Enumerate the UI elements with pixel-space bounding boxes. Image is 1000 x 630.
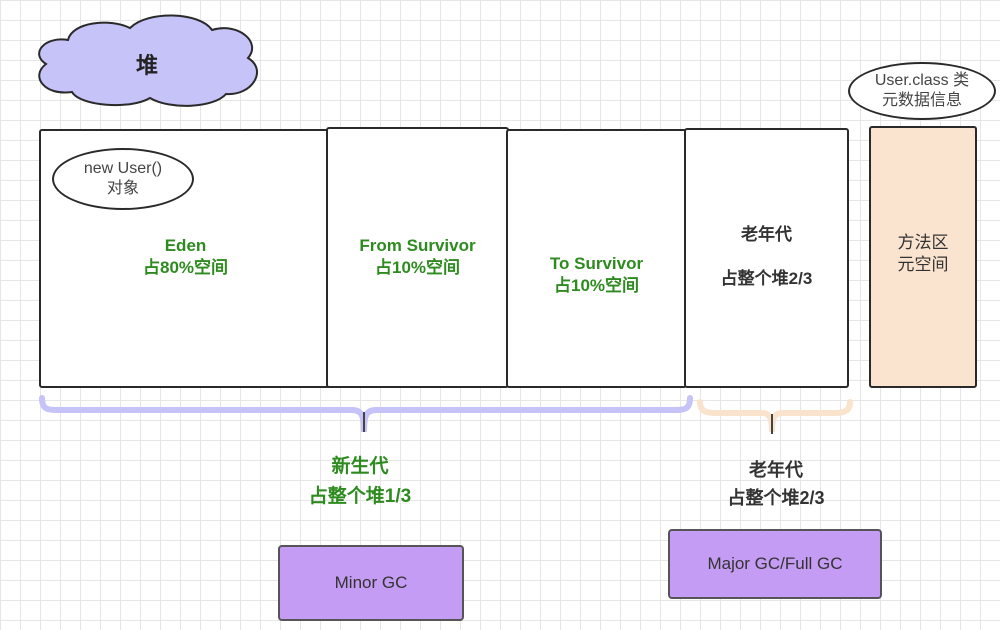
heap-label: 堆 (135, 53, 158, 78)
young-generation-brace (39, 395, 693, 433)
young-generation-caption: 新生代 占整个堆1/3 (250, 452, 470, 512)
major-gc-label: Major GC/Full GC (707, 554, 843, 573)
object-line2: 对象 (106, 180, 139, 197)
minor-gc-label: Minor GC (334, 573, 408, 592)
eden-share: 占80%空间 (142, 258, 229, 277)
method-area-line1: 方法区 (897, 233, 949, 252)
young-generation-caption-line2: 占整个堆1/3 (308, 486, 412, 507)
from-survivor-share: 占10%空间 (374, 258, 461, 277)
eden-name: Eden (164, 236, 207, 255)
method-area-space: 方法区 元空间 (869, 126, 977, 388)
class-metadata-ellipse: User.class 类 元数据信息 (848, 62, 996, 120)
young-generation-caption-line1: 新生代 (331, 456, 389, 477)
old-generation-caption: 老年代 占整个堆2/3 (676, 456, 876, 512)
from-survivor-space: From Survivor 占10%空间 (326, 127, 509, 388)
minor-gc-box: Minor GC (278, 545, 464, 621)
old-generation-space: 老年代 占整个堆2/3 (684, 128, 849, 388)
old-generation-caption-line1: 老年代 (749, 460, 803, 480)
to-survivor-name: To Survivor (549, 254, 644, 273)
old-generation-caption-line2: 占整个堆2/3 (727, 488, 825, 508)
to-survivor-space: To Survivor 占10%空间 (506, 129, 687, 388)
major-gc-box: Major GC/Full GC (668, 529, 882, 599)
method-area-line2: 元空间 (897, 255, 949, 274)
from-survivor-name: From Survivor (359, 236, 476, 255)
old-generation-name: 老年代 (741, 225, 792, 244)
old-generation-brace (697, 399, 853, 433)
class-metadata-line2: 元数据信息 (881, 92, 962, 109)
old-generation-share: 占整个堆2/3 (720, 269, 813, 288)
to-survivor-share: 占10%空间 (553, 276, 640, 295)
class-metadata-line1: User.class 类 (874, 72, 970, 89)
object-ellipse: new User() 对象 (52, 148, 194, 210)
object-line1: new User() (83, 160, 163, 177)
